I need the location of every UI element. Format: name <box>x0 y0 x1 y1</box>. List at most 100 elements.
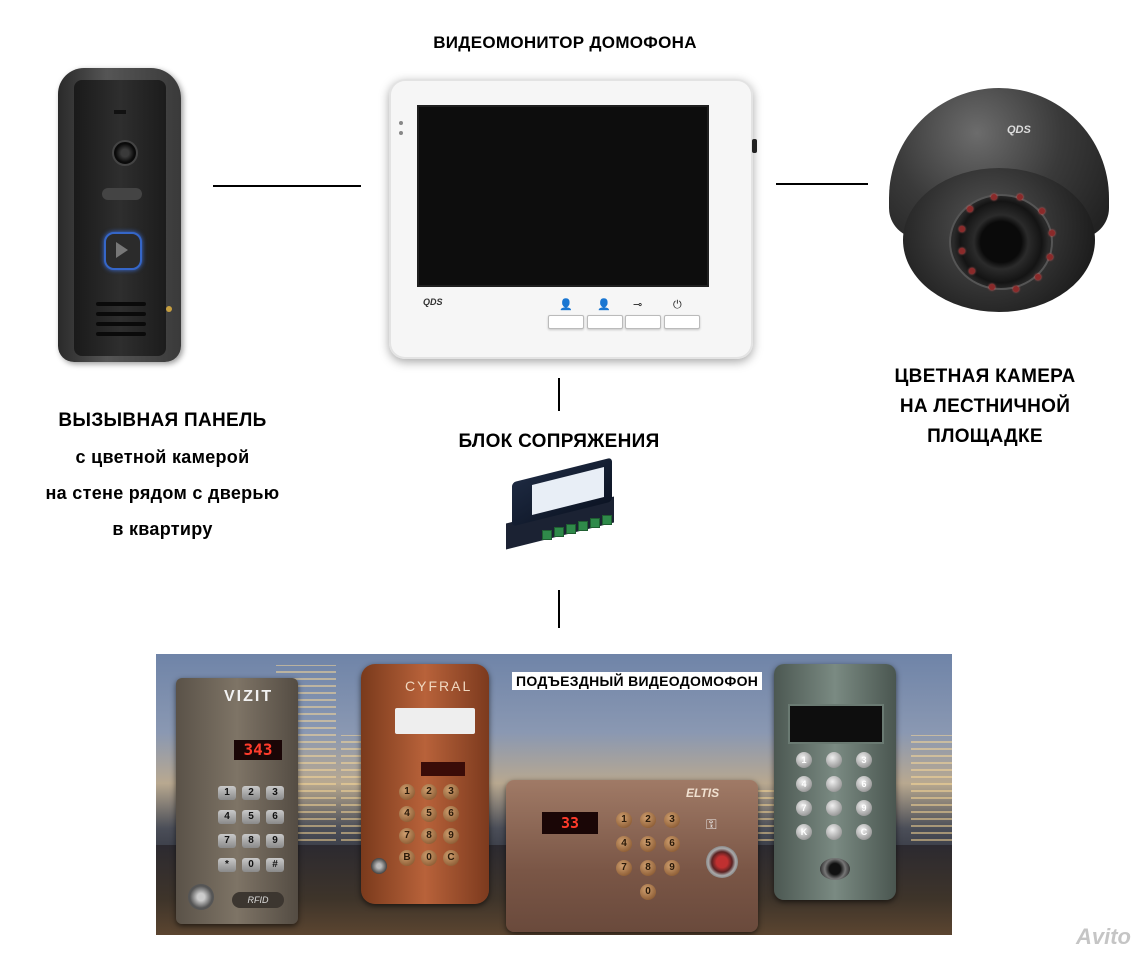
interface-block-label: БЛОК СОПРЯЖЕНИЯ <box>458 431 660 452</box>
eltis-display: 33 <box>542 812 598 834</box>
connector-line <box>558 590 560 628</box>
dome-camera: QDS <box>889 88 1109 318</box>
keypad-key[interactable] <box>826 776 842 792</box>
key-icon: ⊸ <box>633 299 643 311</box>
keypad-key[interactable]: 8 <box>242 834 260 848</box>
ir-led <box>1047 254 1053 260</box>
steel-display <box>788 704 884 744</box>
keypad-key[interactable] <box>826 800 842 816</box>
ir-led <box>959 248 965 254</box>
keypad-key[interactable]: 3 <box>664 812 680 828</box>
call-panel-front <box>74 80 166 356</box>
ir-led <box>989 284 995 290</box>
call-button[interactable] <box>706 846 738 878</box>
keypad-key[interactable]: 5 <box>640 836 656 852</box>
keypad-key[interactable]: 3 <box>443 784 459 800</box>
avito-watermark: Avito <box>1076 924 1131 949</box>
terminal <box>554 527 564 537</box>
unlock-button[interactable] <box>625 315 661 329</box>
cyfral-brand: CYFRAL <box>405 678 473 694</box>
keypad-key[interactable]: 9 <box>664 860 680 876</box>
keypad-key[interactable]: 8 <box>640 860 656 876</box>
keypad-key[interactable]: C <box>856 824 872 840</box>
keypad-key[interactable]: 7 <box>616 860 632 876</box>
entrance-panel-label: ПОДЪЕЗДНЫЙ ВИДЕОДОМОФОН <box>512 672 763 690</box>
keypad-key[interactable] <box>826 824 842 840</box>
keypad-key[interactable]: B <box>399 850 415 866</box>
vizit-display: 343 <box>234 740 282 760</box>
speaker-grill <box>96 312 146 316</box>
camera-logo: QDS <box>1007 124 1031 136</box>
ir-led <box>1049 230 1055 236</box>
keypad-key[interactable]: 3 <box>856 752 872 768</box>
monitor-button[interactable] <box>548 315 584 329</box>
terminal <box>566 524 576 534</box>
ir-led <box>959 226 965 232</box>
terminal <box>590 518 600 528</box>
monitor-logo: QDS <box>423 297 443 307</box>
building <box>911 735 952 855</box>
eltis-brand: ELTIS <box>686 786 720 800</box>
interface-block <box>502 457 618 556</box>
user-icon: 👤 <box>597 299 611 311</box>
indicator-dot <box>399 131 403 135</box>
keypad-key[interactable]: 0 <box>640 884 656 900</box>
terminal <box>542 530 552 540</box>
monitor-button[interactable] <box>587 315 623 329</box>
keypad-key[interactable]: 6 <box>443 806 459 822</box>
keypad-key[interactable]: 8 <box>421 828 437 844</box>
ir-led <box>969 268 975 274</box>
light-slot <box>102 188 142 200</box>
keypad-key[interactable]: 4 <box>616 836 632 852</box>
keypad-key[interactable]: 2 <box>242 786 260 800</box>
keypad-key[interactable]: 2 <box>421 784 437 800</box>
keypad-key[interactable]: 6 <box>664 836 680 852</box>
video-monitor: QDS 👤 👤 ⊸ ⏻ <box>389 79 757 359</box>
keypad-key[interactable]: K <box>796 824 812 840</box>
keypad-key[interactable]: 4 <box>399 806 415 822</box>
call-panel-label-line: ВЫЗЫВНАЯ ПАНЕЛЬ <box>58 410 267 431</box>
keypad-key[interactable]: 4 <box>218 810 236 824</box>
ir-led <box>1017 194 1023 200</box>
keypad-key[interactable]: 1 <box>218 786 236 800</box>
keypad-key[interactable]: 7 <box>399 828 415 844</box>
keypad-key[interactable]: 0 <box>242 858 260 872</box>
keypad-key[interactable]: 0 <box>421 850 437 866</box>
camera-label-line: ЦВЕТНАЯ КАМЕРА <box>894 366 1076 387</box>
bell-icon <box>116 242 128 258</box>
call-button[interactable] <box>104 232 142 270</box>
screw <box>166 306 172 312</box>
keypad-key[interactable]: 3 <box>266 786 284 800</box>
keypad-key[interactable]: C <box>443 850 459 866</box>
keypad-key[interactable]: 5 <box>421 806 437 822</box>
menu-button[interactable] <box>664 315 700 329</box>
rfid-reader[interactable]: RFID <box>232 892 284 908</box>
keypad-key[interactable]: 5 <box>242 810 260 824</box>
keypad-key[interactable]: 7 <box>218 834 236 848</box>
keypad-key[interactable]: 6 <box>856 776 872 792</box>
ir-led <box>1013 286 1019 292</box>
info-plate <box>395 708 475 734</box>
keypad-key[interactable]: 7 <box>796 800 812 816</box>
user-icon: 👤 <box>559 299 573 311</box>
indicator-dot <box>399 121 403 125</box>
keypad-key[interactable]: 2 <box>640 812 656 828</box>
keypad-key[interactable]: 1 <box>796 752 812 768</box>
keypad-key[interactable]: 9 <box>856 800 872 816</box>
keypad-key[interactable]: # <box>266 858 284 872</box>
keypad-key[interactable]: * <box>218 858 236 872</box>
keypad-key[interactable] <box>826 752 842 768</box>
keypad-key[interactable]: 4 <box>796 776 812 792</box>
keypad-key[interactable]: 1 <box>399 784 415 800</box>
keypad-key[interactable]: 9 <box>443 828 459 844</box>
keypad-key[interactable]: 9 <box>266 834 284 848</box>
monitor-screen <box>417 105 709 287</box>
keypad-key[interactable]: 1 <box>616 812 632 828</box>
camera-label-line: НА ЛЕСТНИЧНОЙ <box>899 396 1071 417</box>
keypad-key[interactable]: 6 <box>266 810 284 824</box>
vizit-brand: VIZIT <box>224 688 274 705</box>
camera-lens <box>188 884 214 910</box>
